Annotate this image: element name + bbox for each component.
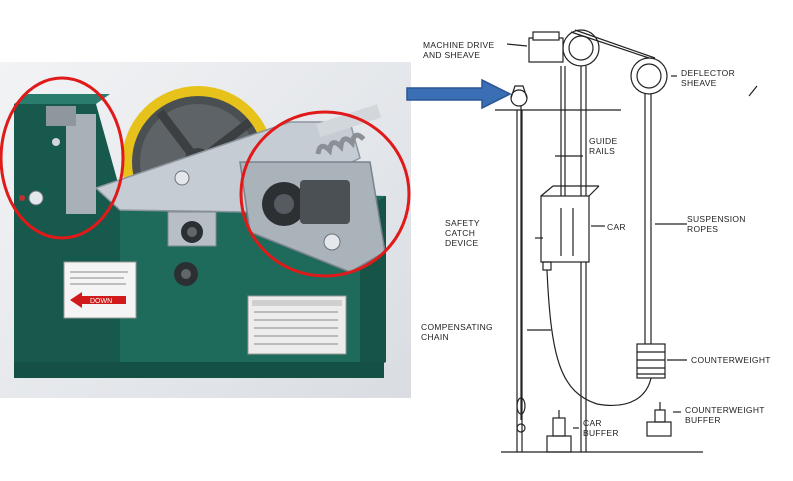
label-suspension-ropes: SUSPENSION ROPES (687, 214, 746, 234)
machine-drive (528, 29, 600, 67)
label-safety-catch-device: SAFETY CATCH DEVICE (445, 218, 480, 248)
label-counterweight-buffer: COUNTERWEIGHT BUFFER (685, 405, 765, 425)
label-machine-drive: MACHINE DRIVE AND SHEAVE (423, 40, 495, 60)
bolts (19, 138, 341, 286)
elevator-diagram: MACHINE DRIVE AND SHEAVE DEFLECTOR SHEAV… (411, 0, 793, 476)
label-deflector-sheave: DEFLECTOR SHEAVE (681, 68, 736, 88)
car (540, 185, 600, 271)
compensating-chain (546, 269, 652, 406)
label-guide-rails: GUIDE RAILS (589, 136, 618, 156)
label-car: CAR (607, 222, 626, 232)
direction-plate: DOWN (63, 261, 137, 319)
spring (315, 104, 382, 156)
counterweight-buffer (646, 402, 672, 437)
elevator-schematic (495, 29, 758, 453)
down-label: DOWN (90, 298, 112, 305)
label-compensating-chain: COMPENSATING CHAIN (421, 322, 493, 342)
counterweight (636, 343, 666, 379)
callout-arrow (406, 78, 512, 110)
label-car-buffer: CAR BUFFER (583, 418, 619, 438)
highlight-circle-left (0, 76, 125, 240)
governor-photo: DOWN (0, 62, 411, 398)
highlight-circle-right (239, 110, 411, 278)
left-bracket (46, 106, 96, 214)
governor (510, 85, 528, 433)
car-buffer (546, 410, 572, 453)
deflector-sheave (630, 57, 668, 95)
label-counterweight: COUNTERWEIGHT (691, 355, 771, 365)
governor-illustration: DOWN (0, 76, 411, 378)
roller-jaw (262, 180, 350, 226)
nameplate (247, 295, 347, 355)
